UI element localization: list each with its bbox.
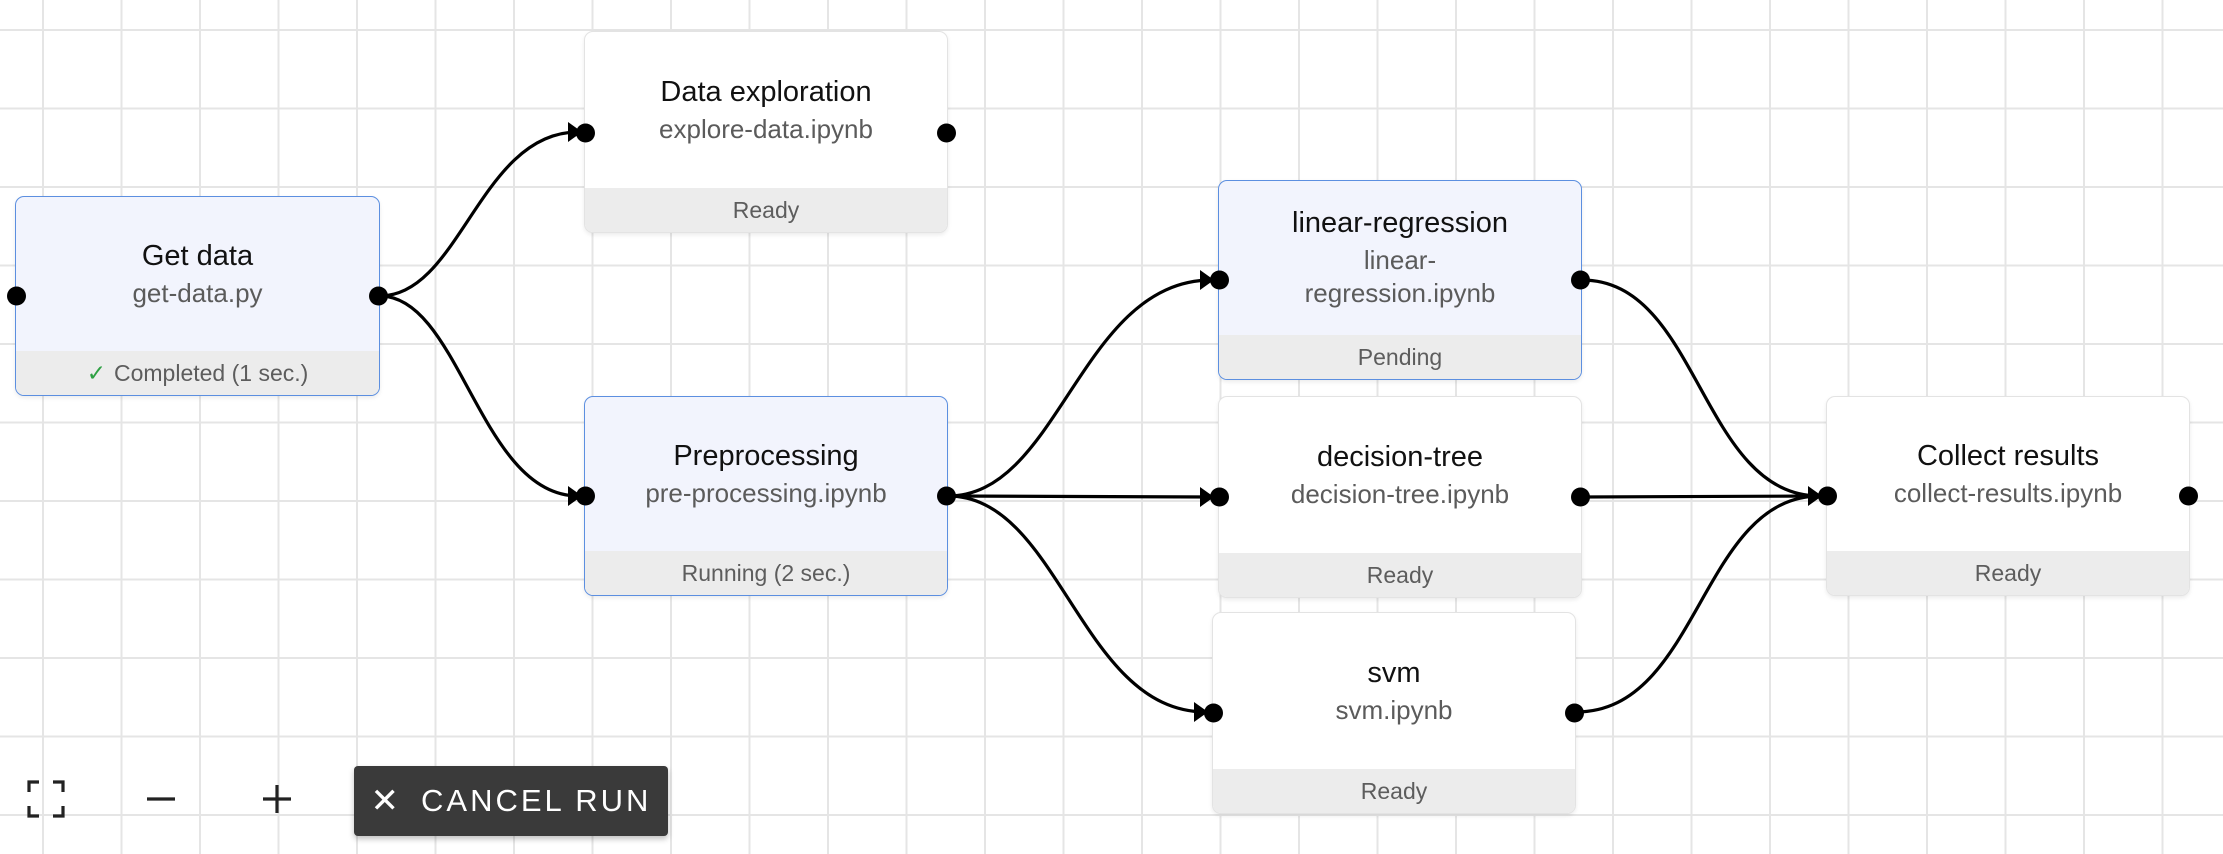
input-port[interactable] xyxy=(1204,703,1223,723)
arrowhead-collect xyxy=(1808,486,1822,506)
edge-getdata-preprocessing xyxy=(379,294,579,498)
cancel-run-label: CANCEL RUN xyxy=(421,783,652,818)
fit-view-button[interactable] xyxy=(21,774,71,824)
node-svm[interactable]: svm svm.ipynb Ready xyxy=(1204,612,1584,814)
arrowhead-linear xyxy=(1200,270,1214,290)
node-body: Collect results collect-results.ipynb xyxy=(1827,397,2189,551)
cancel-run-button[interactable]: ✕ CANCEL RUN xyxy=(354,766,668,836)
input-port[interactable] xyxy=(576,486,595,506)
edge-svm-collect xyxy=(1575,494,1821,714)
arrowhead-svm xyxy=(1194,702,1208,722)
arrowhead-decision xyxy=(1200,487,1214,507)
node-filename: collect-results.ipynb xyxy=(1893,477,2123,508)
node-title: Get data xyxy=(141,239,254,272)
output-port[interactable] xyxy=(1571,270,1590,290)
output-port[interactable] xyxy=(369,286,388,306)
node-body: Get data get-data.py xyxy=(16,197,379,351)
arrowhead-preprocessing xyxy=(568,486,582,506)
node-status: Ready xyxy=(1219,553,1581,597)
zoom-out-button[interactable] xyxy=(136,774,186,824)
edge-linear-collect xyxy=(1581,278,1821,498)
node-title: Collect results xyxy=(1916,439,2100,472)
input-port[interactable] xyxy=(1210,270,1229,290)
input-port[interactable] xyxy=(1210,487,1229,507)
node-status: Ready xyxy=(1213,769,1575,813)
node-body: decision-tree decision-tree.ipynb xyxy=(1219,397,1581,553)
plus-icon xyxy=(263,785,291,813)
node-title: linear-regression xyxy=(1292,207,1508,239)
node-status: Ready xyxy=(1827,551,2189,595)
node-status: Ready xyxy=(585,188,947,232)
status-text: Completed (1 sec.) xyxy=(113,359,309,386)
node-preprocessing[interactable]: Preprocessing pre-processing.ipynb Runni… xyxy=(576,396,956,596)
output-port[interactable] xyxy=(937,486,956,506)
arrowhead-explore xyxy=(568,122,582,142)
node-body: Data exploration explore-data.ipynb xyxy=(585,32,947,188)
edge-preprocessing-svm xyxy=(947,494,1207,714)
node-data-exploration[interactable]: Data exploration explore-data.ipynb Read… xyxy=(576,31,956,233)
edge-preprocessing-decision xyxy=(947,494,1213,499)
input-port[interactable] xyxy=(576,123,595,143)
edge-decision-collect xyxy=(1581,494,1821,499)
zoom-in-button[interactable] xyxy=(252,774,302,824)
node-filename: get-data.py xyxy=(132,277,263,308)
node-collect-results[interactable]: Collect results collect-results.ipynb Re… xyxy=(1818,396,2198,596)
node-filename: pre-processing.ipynb xyxy=(645,477,887,508)
node-status: ✓ Completed (1 sec.) xyxy=(16,351,379,395)
node-filename: decision-tree.ipynb xyxy=(1290,478,1510,509)
node-status: Running (2 sec.) xyxy=(585,551,947,595)
node-filename: linear-regression.ipynb xyxy=(1304,245,1496,308)
input-port[interactable] xyxy=(1818,486,1837,506)
node-title: Data exploration xyxy=(660,75,872,108)
output-port[interactable] xyxy=(937,123,956,143)
node-linear-regression[interactable]: linear-regression linear-regression.ipyn… xyxy=(1210,180,1590,380)
node-title: decision-tree xyxy=(1316,440,1484,473)
node-body: Preprocessing pre-processing.ipynb xyxy=(585,397,947,551)
minus-icon xyxy=(147,797,175,801)
node-title: Preprocessing xyxy=(673,439,859,472)
node-get-data[interactable]: Get data get-data.py ✓ Completed (1 sec.… xyxy=(7,196,388,396)
node-body: svm svm.ipynb xyxy=(1213,613,1575,769)
output-port[interactable] xyxy=(1571,487,1590,507)
node-decision-tree[interactable]: decision-tree decision-tree.ipynb Ready xyxy=(1210,396,1590,598)
fullscreen-icon xyxy=(27,780,65,818)
edge-getdata-explore xyxy=(379,130,579,298)
edge-preprocessing-linear xyxy=(947,278,1213,498)
close-icon: ✕ xyxy=(370,781,400,821)
input-port[interactable] xyxy=(7,286,26,306)
check-icon: ✓ xyxy=(86,359,106,386)
node-filename: explore-data.ipynb xyxy=(659,113,873,144)
node-title: svm xyxy=(1367,656,1421,689)
node-status: Pending xyxy=(1219,335,1581,379)
output-port[interactable] xyxy=(2179,486,2198,506)
output-port[interactable] xyxy=(1565,703,1584,723)
node-filename: svm.ipynb xyxy=(1335,694,1453,725)
node-body: linear-regression linear-regression.ipyn… xyxy=(1219,181,1581,335)
